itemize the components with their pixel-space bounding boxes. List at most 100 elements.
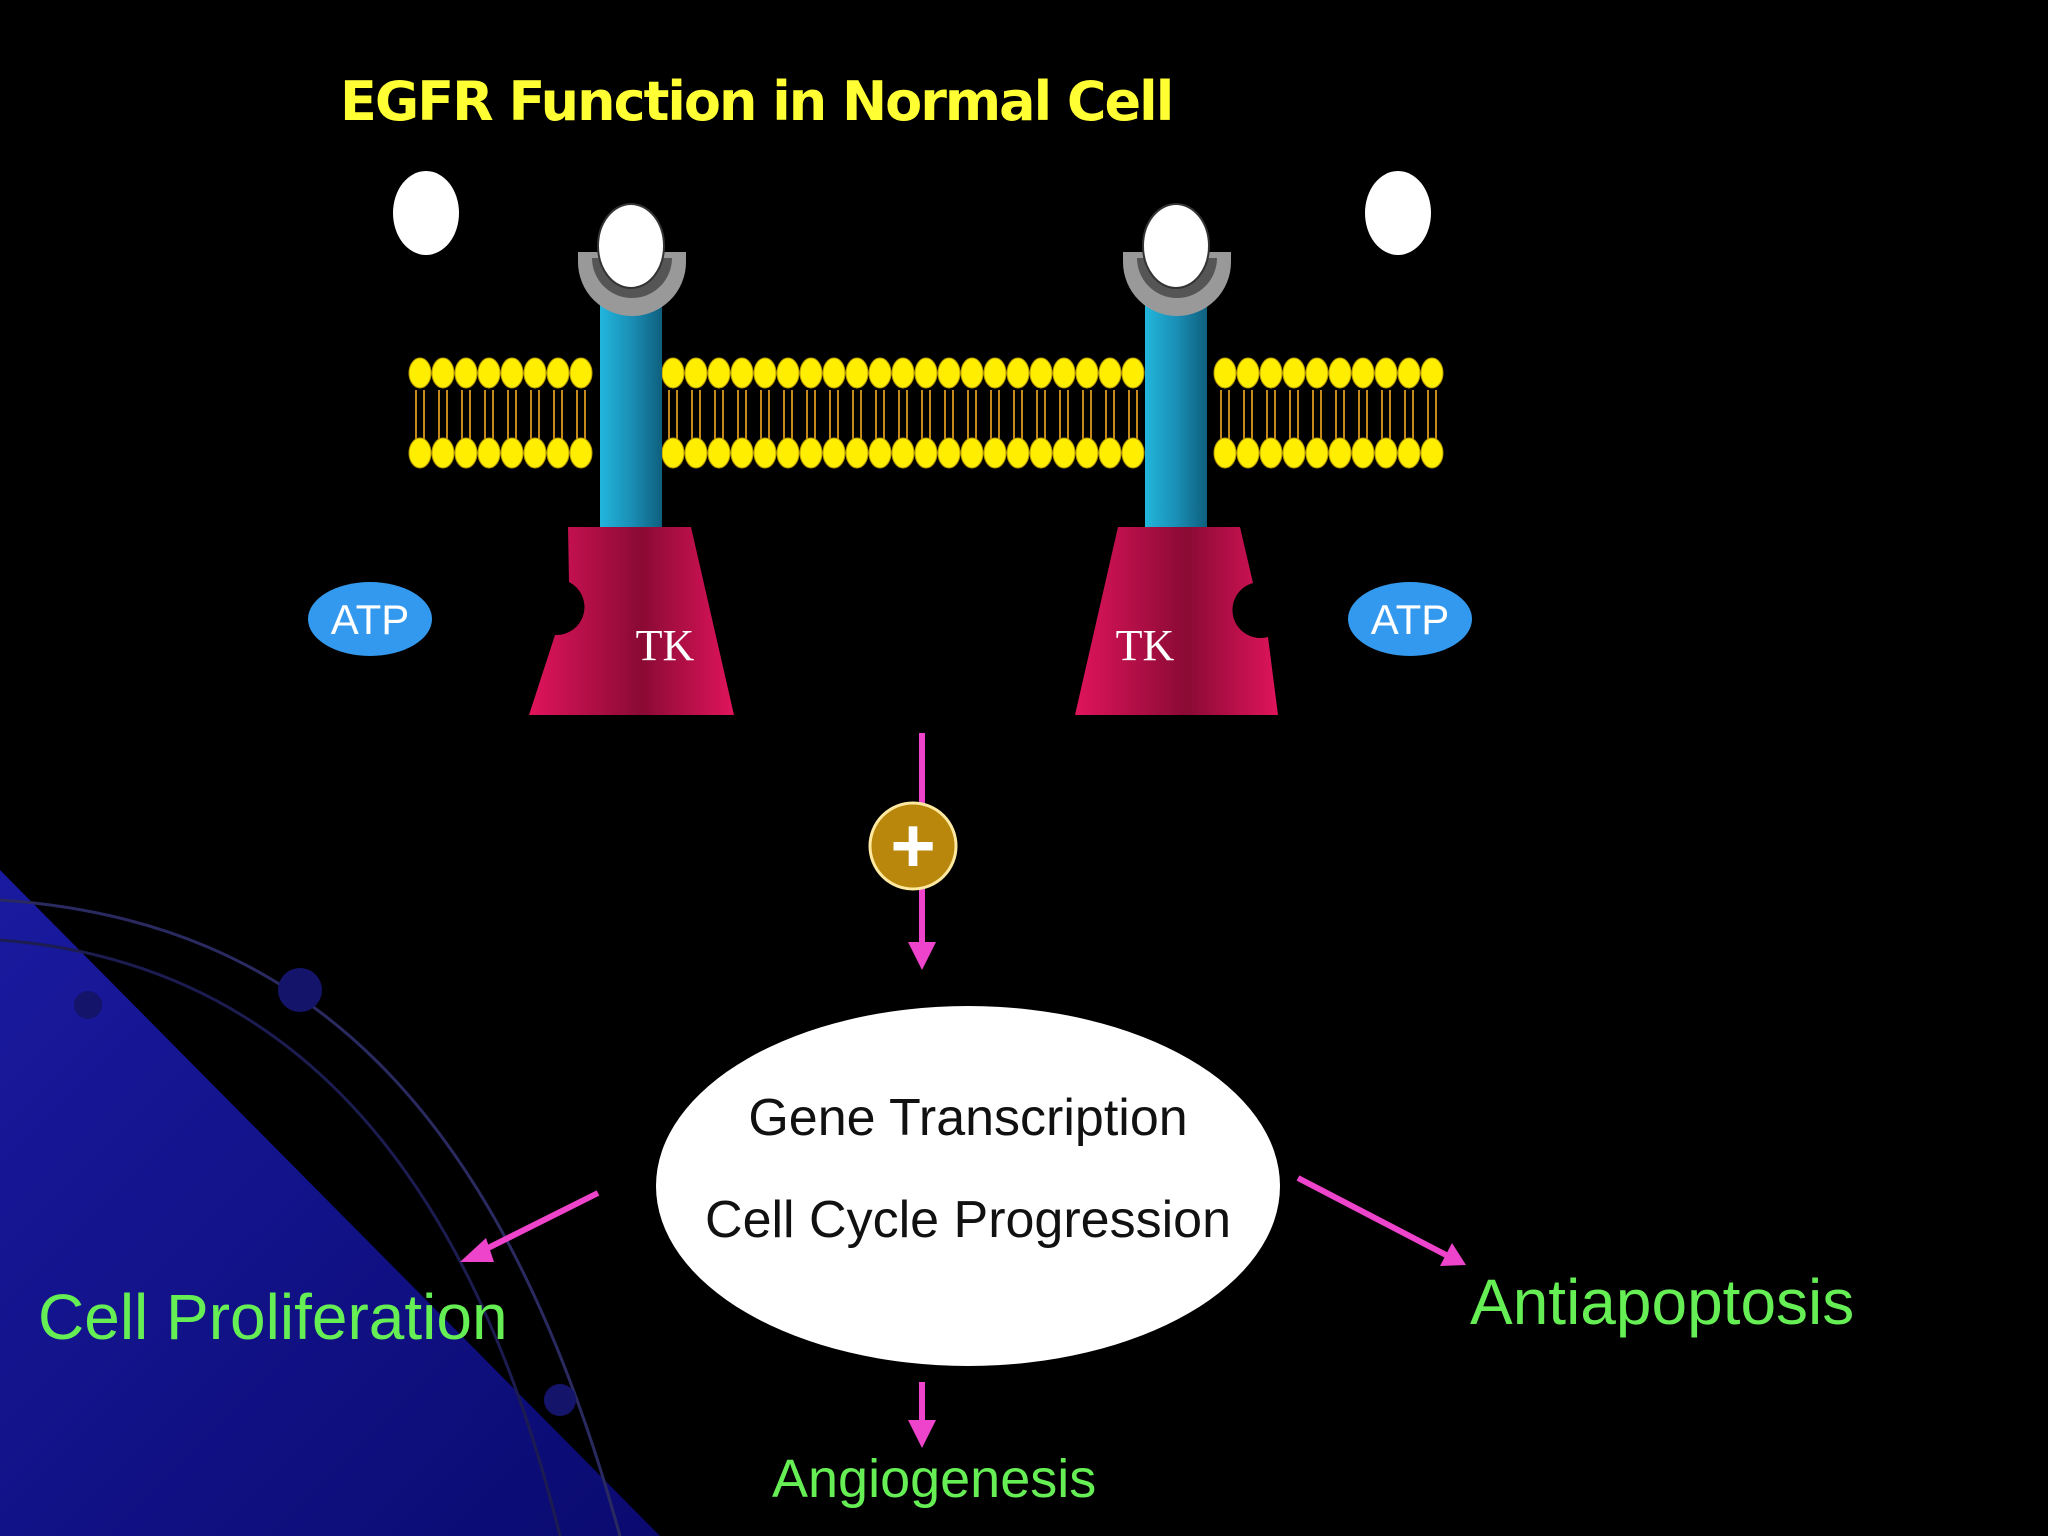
cell-membrane	[408, 357, 1444, 469]
lipid-head	[523, 357, 547, 389]
egfr-receptor-left: TK	[529, 203, 734, 715]
lipid-head	[1397, 357, 1421, 389]
lipid-head	[822, 357, 846, 389]
lipid-head	[1098, 437, 1122, 469]
lipid-head	[1282, 357, 1306, 389]
outcome-arrows	[460, 1175, 1466, 1448]
lipid-head	[684, 437, 708, 469]
lipid-head	[1328, 437, 1352, 469]
lipid-head	[822, 437, 846, 469]
arrow-to-proliferation	[476, 1190, 600, 1256]
lipid-head	[730, 437, 754, 469]
lipid-head	[730, 357, 754, 389]
lipid-head	[500, 357, 524, 389]
lipid-head	[569, 357, 593, 389]
outcome-antiapoptosis: Antiapoptosis	[1470, 1266, 1855, 1338]
lipid-head	[1374, 437, 1398, 469]
lipid-head	[1236, 437, 1260, 469]
lipid-head	[1098, 357, 1122, 389]
lipid-head	[1075, 357, 1099, 389]
lipid-head	[1121, 437, 1145, 469]
egf-ligand-free-left	[393, 171, 459, 255]
atp-label: ATP	[331, 596, 410, 643]
lipid-head	[1420, 437, 1444, 469]
background-decoration	[0, 870, 660, 1536]
lipid-head	[1328, 357, 1352, 389]
lipid-head	[454, 437, 478, 469]
lipid-head	[1351, 437, 1375, 469]
lipid-head	[546, 357, 570, 389]
lipid-head	[891, 437, 915, 469]
receptor-stalk	[600, 305, 662, 530]
egf-ligand-bound	[1142, 203, 1210, 289]
lipid-head	[1305, 437, 1329, 469]
lipid-head	[1006, 357, 1030, 389]
lipid-head	[799, 437, 823, 469]
lipid-head	[845, 357, 869, 389]
plus-symbol: +	[890, 801, 936, 889]
lipid-head	[914, 437, 938, 469]
lipid-head	[1351, 357, 1375, 389]
lipid-head	[707, 357, 731, 389]
lipid-head	[983, 357, 1007, 389]
tk-label: TK	[636, 621, 695, 670]
lipid-head	[914, 357, 938, 389]
activation-arrow: +	[868, 733, 958, 970]
lipid-head	[500, 437, 524, 469]
lipid-head	[776, 437, 800, 469]
arrow-to-antiapoptosis	[1296, 1175, 1450, 1259]
plus-circle	[868, 801, 958, 891]
lipid-head	[431, 357, 455, 389]
atp-label: ATP	[1371, 596, 1450, 643]
tk-label: TK	[1116, 621, 1175, 670]
lipid-head	[960, 437, 984, 469]
core-line-cell-cycle: Cell Cycle Progression	[705, 1191, 1231, 1249]
lipid-head	[546, 437, 570, 469]
lipid-head	[983, 437, 1007, 469]
lipid-head	[1052, 357, 1076, 389]
lipid-head	[1052, 437, 1076, 469]
lipid-head	[1420, 357, 1444, 389]
lipid-head	[1259, 357, 1283, 389]
lipid-head	[477, 437, 501, 469]
core-process-ellipse	[656, 1006, 1280, 1366]
lipid-head	[454, 357, 478, 389]
lipid-head	[1236, 357, 1260, 389]
egfr-receptor-right: TK	[1075, 203, 1278, 715]
lipid-head	[937, 437, 961, 469]
receptor-stalk	[1145, 305, 1207, 530]
lipid-head	[753, 357, 777, 389]
tyrosine-kinase-domain	[1075, 527, 1278, 715]
lipid-head	[960, 357, 984, 389]
lipid-head	[1282, 437, 1306, 469]
lipid-head	[1121, 357, 1145, 389]
lipid-head	[707, 437, 731, 469]
lipid-head	[661, 357, 685, 389]
core-line-gene-transcription: Gene Transcription	[748, 1089, 1188, 1147]
lipid-head	[891, 357, 915, 389]
lipid-head	[1305, 357, 1329, 389]
tyrosine-kinase-domain	[529, 527, 734, 715]
lipid-head	[408, 437, 432, 469]
lipid-head	[523, 437, 547, 469]
lipid-head	[431, 437, 455, 469]
lipid-head	[1374, 357, 1398, 389]
lipid-head	[477, 357, 501, 389]
lipid-head	[937, 357, 961, 389]
outcome-angiogenesis: Angiogenesis	[772, 1449, 1097, 1509]
lipid-head	[776, 357, 800, 389]
atp-left: ATP	[308, 582, 432, 656]
slide-title: EGFR Function in Normal Cell	[340, 70, 1174, 133]
egf-ligand-bound	[597, 203, 665, 289]
lipid-head	[1397, 437, 1421, 469]
outcome-cell-proliferation: Cell Proliferation	[38, 1281, 508, 1353]
lipid-head	[1213, 437, 1237, 469]
lipid-head	[868, 357, 892, 389]
lipid-head	[1029, 357, 1053, 389]
atp-right: ATP	[1348, 582, 1472, 656]
lipid-head	[408, 357, 432, 389]
lipid-head	[868, 437, 892, 469]
lipid-head	[661, 437, 685, 469]
